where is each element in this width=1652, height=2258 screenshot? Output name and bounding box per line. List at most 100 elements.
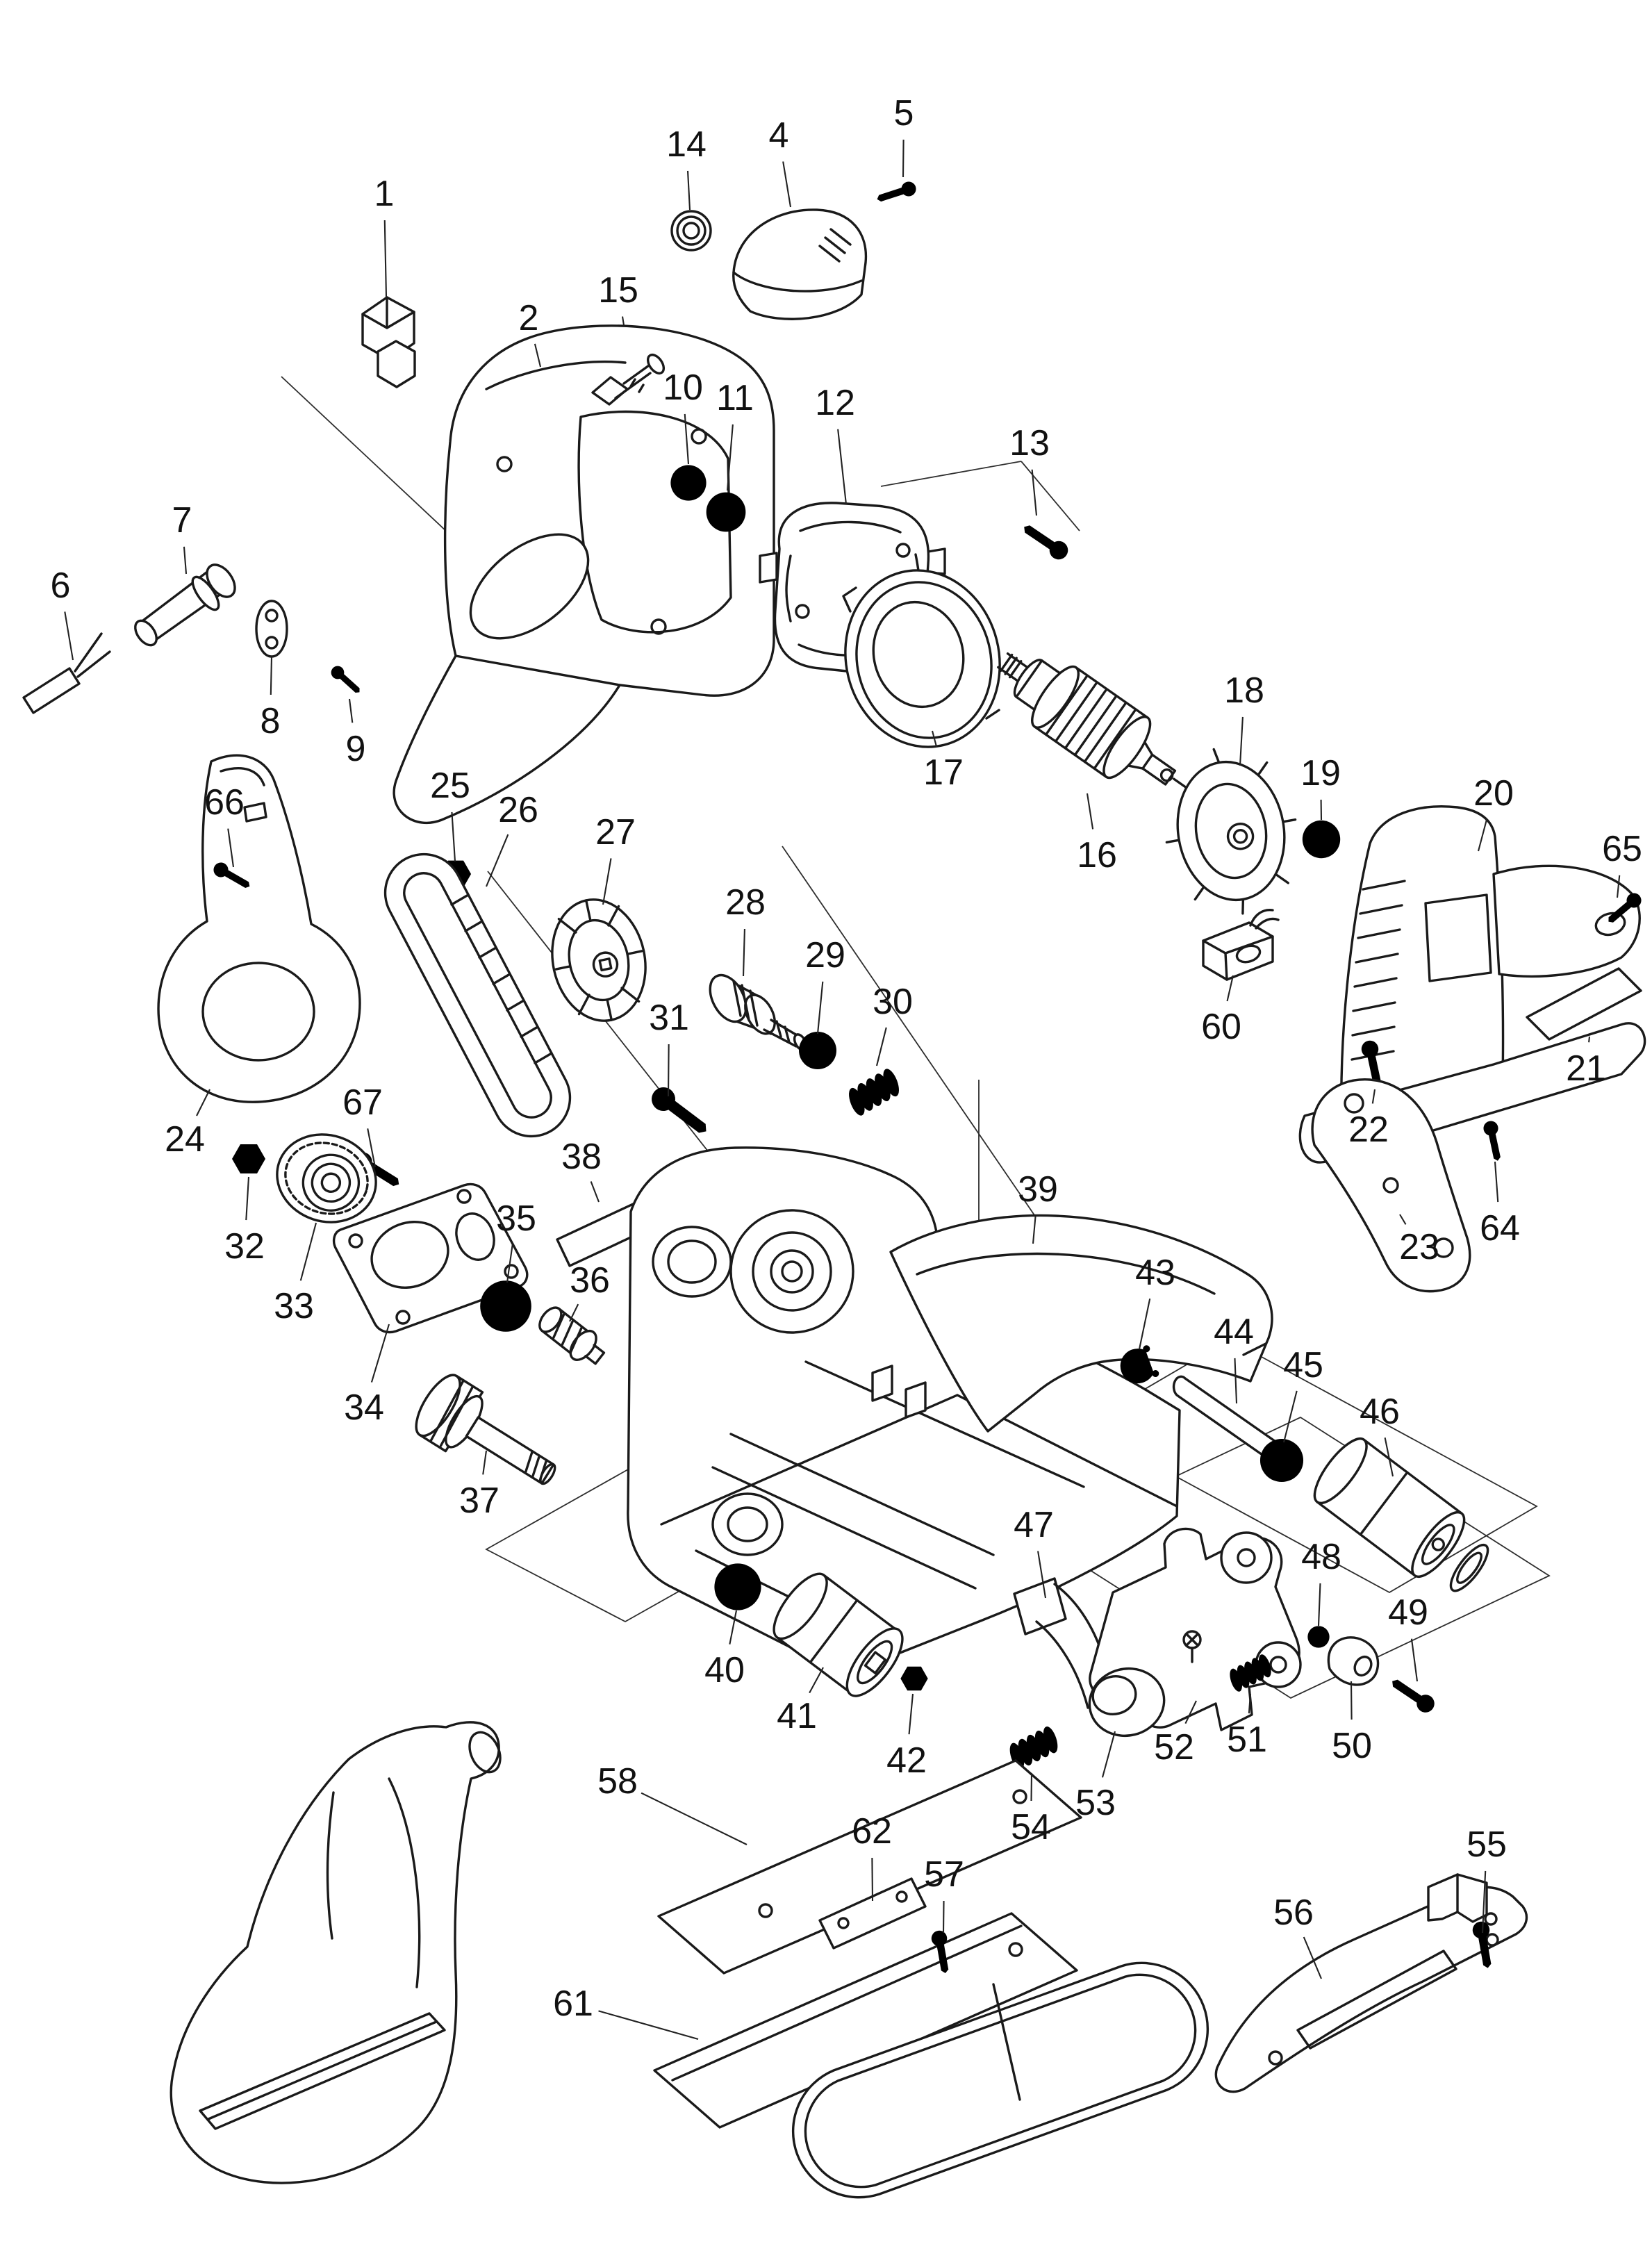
- callout-31-screw: 31: [649, 998, 689, 1038]
- callout-15-cord-clamp: 15: [598, 270, 638, 311]
- leader-line-12: [838, 429, 846, 504]
- leader-line-47: [1038, 1551, 1046, 1598]
- leader-line-33: [301, 1223, 316, 1280]
- callout-44-pin: 44: [1214, 1312, 1254, 1352]
- part-switch: [1203, 910, 1278, 980]
- callout-51-spring: 51: [1227, 1720, 1267, 1760]
- callout-66-screw: 66: [204, 782, 245, 823]
- leader-line-54: [1031, 1773, 1032, 1801]
- leader-line-26: [486, 834, 508, 887]
- callout-29-washer: 29: [805, 935, 845, 975]
- part-ball-bearing-10: [670, 465, 707, 501]
- leader-line-37: [483, 1451, 486, 1474]
- part-drive-belt: [386, 855, 570, 1137]
- part-front-bracket: [1312, 1080, 1470, 1292]
- part-spring-30: [840, 1061, 908, 1123]
- callout-64-screw: 64: [1480, 1208, 1520, 1249]
- callout-9-screw: 9: [346, 729, 366, 769]
- part-washer-29: [799, 1032, 836, 1069]
- callout-30-spring: 30: [873, 982, 913, 1022]
- leader-line-8: [271, 657, 272, 695]
- leader-line-65: [1617, 875, 1619, 898]
- part-side-cover: [891, 1215, 1272, 1431]
- callout-65-screw: 65: [1602, 829, 1642, 869]
- callout-10-ball-bearing: 10: [663, 368, 703, 408]
- part-ball-bearing-19: [1302, 820, 1341, 859]
- callout-53-bushing: 53: [1075, 1783, 1116, 1823]
- part-strip-plate-62: [820, 1879, 925, 1948]
- callout-43-snap-ring: 43: [1135, 1253, 1175, 1293]
- part-washer-48: [1307, 1626, 1330, 1648]
- leader-line-18: [1240, 717, 1243, 766]
- leader-line-52: [1185, 1701, 1196, 1724]
- callout-47-lever: 47: [1014, 1505, 1054, 1545]
- leader-line-39: [1033, 1216, 1036, 1244]
- callout-32-hex-nut: 32: [224, 1226, 265, 1267]
- part-grommet: [672, 211, 711, 250]
- leader-line-66: [228, 829, 233, 867]
- callout-2-motor-housing: 2: [519, 298, 539, 338]
- part-hex-nut-32: [232, 1144, 265, 1173]
- callout-56-base-plate: 56: [1273, 1893, 1314, 1933]
- leader-line-1: [385, 220, 386, 297]
- leader-line-15: [622, 317, 624, 325]
- callout-12-field-stator: 12: [815, 383, 855, 423]
- leader-line-61: [599, 2011, 698, 2039]
- callout-57-screw: 57: [924, 1854, 964, 1895]
- part-cord-tip: [24, 634, 110, 713]
- leader-line-13: [1032, 470, 1036, 516]
- part-front-roller: [764, 1565, 913, 1704]
- part-carbon-brush: [363, 297, 415, 387]
- callout-6-cord-tip: 6: [51, 566, 71, 606]
- part-fan-pulley: [541, 891, 656, 1030]
- leader-line-46: [1385, 1437, 1393, 1476]
- callout-27-fan-pulley: 27: [595, 812, 636, 852]
- callout-42-hex-nut: 42: [886, 1740, 927, 1781]
- leader-line-50: [1351, 1681, 1352, 1720]
- part-handle-pin: [131, 560, 241, 650]
- leader-line-7: [184, 547, 186, 574]
- leader-line-2: [535, 344, 540, 367]
- leader-line-22: [1373, 1089, 1375, 1103]
- leader-line-27: [603, 858, 611, 905]
- leader-line-43: [1139, 1299, 1150, 1349]
- callout-8-cord-guard-plate: 8: [261, 701, 281, 741]
- callout-46-tension-roller: 46: [1360, 1392, 1400, 1432]
- part-tension-roller: [1306, 1431, 1501, 1605]
- leader-line-55: [1482, 1871, 1485, 1933]
- leader-line-17: [932, 731, 936, 747]
- callout-40-ball-bearing: 40: [704, 1650, 745, 1690]
- part-dust-bag: [171, 1722, 506, 2183]
- callout-7-handle-pin: 7: [172, 500, 192, 541]
- callout-67-screw: 67: [342, 1082, 383, 1123]
- callout-25-hex-nut: 25: [430, 766, 470, 806]
- callout-49-screw: 49: [1388, 1592, 1428, 1633]
- leader-line-25: [452, 812, 455, 862]
- leader-line-42: [909, 1694, 913, 1734]
- part-screw-9: [328, 663, 364, 698]
- leader-line-16: [1087, 793, 1093, 829]
- callout-16-armature: 16: [1077, 835, 1117, 875]
- part-knob-bolt: [703, 969, 809, 1052]
- callout-13-screw: 13: [1009, 423, 1050, 463]
- part-screw-64: [1482, 1119, 1505, 1162]
- callout-58-platen-plate: 58: [597, 1761, 638, 1802]
- leader-line-48: [1319, 1583, 1320, 1626]
- callout-5-screw: 5: [894, 93, 914, 133]
- leader-line-14: [688, 171, 690, 210]
- leader-line-41: [809, 1667, 823, 1693]
- part-screw-13: [1018, 519, 1072, 563]
- leader-line-49: [1412, 1639, 1417, 1681]
- callout-39-side-cover: 39: [1018, 1169, 1058, 1210]
- leader-line-44: [1234, 1358, 1237, 1403]
- callout-22-screw: 22: [1348, 1110, 1389, 1150]
- callout-37-roller-shaft: 37: [459, 1481, 499, 1521]
- part-belt-cover: [158, 755, 360, 1102]
- leader-line-57: [943, 1901, 944, 1933]
- part-screw-5: [875, 179, 918, 206]
- leader-line-4: [783, 161, 791, 207]
- leader-line-56: [1304, 1937, 1321, 1979]
